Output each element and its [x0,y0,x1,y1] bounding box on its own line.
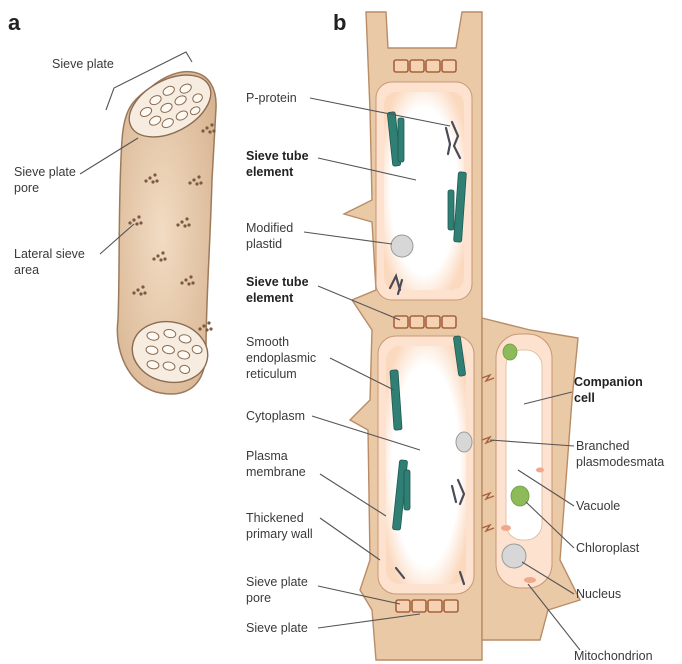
label-p-protein: P-protein [246,91,297,105]
label-sieve-tube-element-2a: Sieve tube [246,275,309,289]
nucleus [502,544,526,568]
label-mitochondrion: Mitochondrion [574,649,653,663]
label-companion-cell-2: cell [574,391,595,405]
label-lateral-sieve-area-2: area [14,263,39,277]
panel-b: P-protein Sieve tube element Modified pl… [246,12,664,663]
label-smooth-er-1: Smooth [246,335,289,349]
label-sieve-tube-element-2b: element [246,291,294,305]
label-chloroplast: Chloroplast [576,541,640,555]
plastid-lower [456,432,472,452]
label-sieve-plate-pore-a-1: Sieve plate [14,165,76,179]
label-sieve-plate-pore-b-2: pore [246,591,271,605]
label-modified-plastid-1: Modified [246,221,293,235]
panel-a-letter: a [8,10,21,35]
label-branched-plasmodesmata-2: plasmodesmata [576,455,664,469]
modified-plastid [391,235,413,257]
label-sieve-plate-b: Sieve plate [246,621,308,635]
label-plasma-membrane-2: membrane [246,465,306,479]
label-sieve-plate-pore-a-2: pore [14,181,39,195]
label-sieve-plate-pore-b-1: Sieve plate [246,575,308,589]
label-sieve-tube-element-1a: Sieve tube [246,149,309,163]
label-cytoplasm: Cytoplasm [246,409,305,423]
label-branched-plasmodesmata-1: Branched [576,439,630,453]
label-sieve-plate-a: Sieve plate [52,57,114,71]
label-nucleus: Nucleus [576,587,621,601]
label-modified-plastid-2: plastid [246,237,282,251]
label-smooth-er-2: endoplasmic [246,351,316,365]
label-thickened-wall-2: primary wall [246,527,313,541]
mitochondrion [524,577,536,583]
mitochondrion-2 [501,525,511,531]
label-sieve-tube-element-1b: element [246,165,294,179]
chloroplast-top [503,344,517,360]
label-companion-cell-1: Companion [574,375,643,389]
label-thickened-wall-1: Thickened [246,511,304,525]
mitochondrion-3 [536,468,544,473]
label-plasma-membrane-1: Plasma [246,449,288,463]
label-vacuole: Vacuole [576,499,620,513]
panel-b-letter: b [333,10,346,35]
label-smooth-er-3: reticulum [246,367,297,381]
panel-a: Sieve plate Sieve plate pore Lateral sie… [14,52,221,394]
label-lateral-sieve-area-1: Lateral sieve [14,247,85,261]
